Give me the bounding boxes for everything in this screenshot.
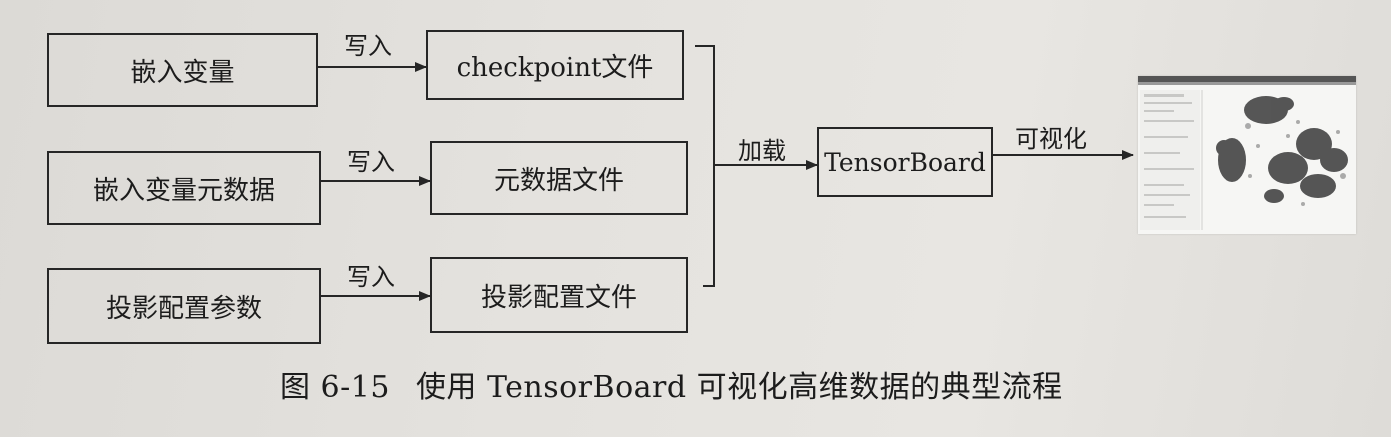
box-embed-variable-label: 嵌入变量 bbox=[130, 57, 235, 88]
box-tensorboard: TensorBoard bbox=[817, 127, 993, 197]
box-embed-variable: 嵌入变量 bbox=[47, 33, 318, 107]
box-metadata-file-label: 元数据文件 bbox=[493, 165, 624, 196]
brace-bracket bbox=[695, 45, 715, 287]
box-embed-metadata-label: 嵌入变量元数据 bbox=[92, 175, 275, 206]
box-projector-file: 投影配置文件 bbox=[430, 257, 688, 333]
box-metadata-file: 元数据文件 bbox=[430, 141, 688, 215]
projector-thumbnail-graphic bbox=[1138, 76, 1356, 230]
box-projector-file-label: 投影配置文件 bbox=[480, 282, 637, 313]
edge-label-write-2: 写入 bbox=[347, 148, 395, 176]
figure-caption-number: 图 6-15 bbox=[280, 370, 390, 405]
figure-caption-text: 使用 TensorBoard 可视化高维数据的典型流程 bbox=[415, 370, 1063, 405]
box-embed-metadata: 嵌入变量元数据 bbox=[47, 151, 321, 225]
edge-label-load: 加载 bbox=[738, 137, 786, 165]
box-tensorboard-label: TensorBoard bbox=[824, 147, 986, 177]
box-projector-params: 投影配置参数 bbox=[47, 268, 321, 344]
edge-label-visualize: 可视化 bbox=[1015, 125, 1087, 153]
edge-label-write-1: 写入 bbox=[344, 32, 392, 60]
box-checkpoint-file-label: checkpoint文件 bbox=[456, 52, 654, 83]
box-checkpoint-file: checkpoint文件 bbox=[426, 30, 684, 100]
box-projector-params-label: 投影配置参数 bbox=[105, 293, 262, 324]
figure-caption: 图 6-15 使用 TensorBoard 可视化高维数据的典型流程 bbox=[280, 362, 1063, 406]
visualization-screenshot-icon bbox=[1138, 76, 1356, 234]
edge-label-write-3: 写入 bbox=[347, 263, 395, 291]
